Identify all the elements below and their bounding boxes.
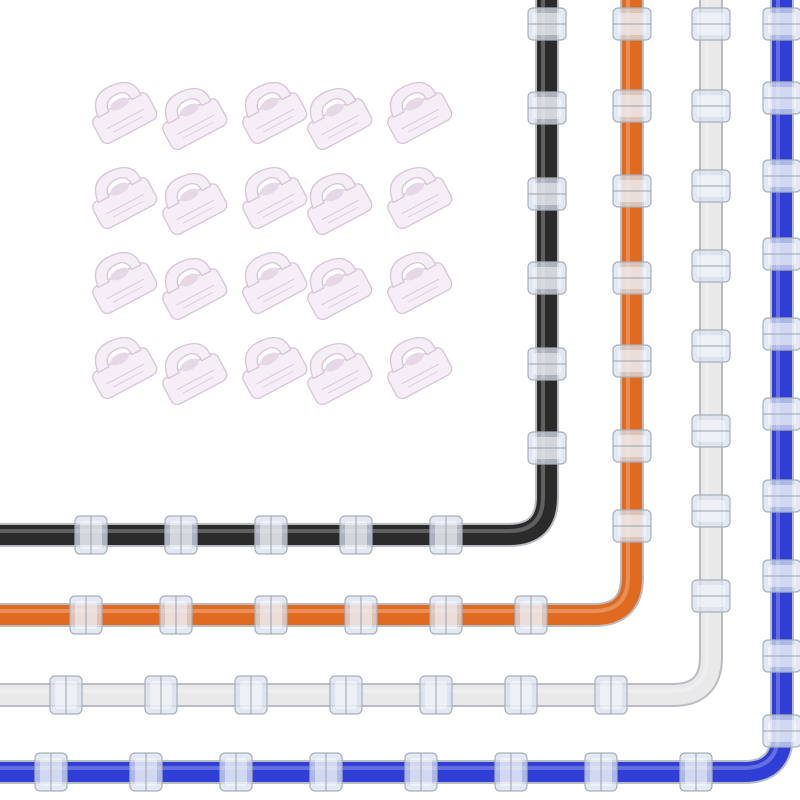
cable-clip (612, 89, 652, 123)
orange-cable-body (0, 0, 642, 625)
loose-clip (162, 87, 228, 151)
cable-clip (504, 675, 538, 715)
loose-clip (387, 336, 453, 400)
loose-clip (162, 172, 228, 236)
cable-clip (404, 752, 438, 792)
cable-clip (612, 174, 652, 208)
loose-clip (307, 342, 373, 406)
cable-clip (762, 81, 800, 115)
cable-clip (762, 559, 800, 593)
cable-clip (34, 752, 68, 792)
cable-clip (691, 414, 731, 448)
cable-clip (691, 249, 731, 283)
cable-clip (612, 261, 652, 295)
cable-clip (69, 595, 103, 635)
cable-clip (527, 7, 567, 41)
cable-clip (164, 515, 198, 555)
cable-clip (691, 579, 731, 613)
cable-clip (527, 431, 567, 465)
cable-clip (527, 177, 567, 211)
black-cable-body (0, 0, 557, 545)
cable-clip (419, 675, 453, 715)
orange-cable-sheen (0, 0, 628, 611)
cable-clip (49, 675, 83, 715)
cable-clip (762, 237, 800, 271)
cable-clip (309, 752, 343, 792)
cable-clip (691, 494, 731, 528)
loose-clip (242, 251, 308, 315)
cable-clip (612, 509, 652, 543)
cable-clip (74, 515, 108, 555)
loose-clip (92, 166, 158, 230)
cable-clip (594, 675, 628, 715)
white-cable (0, 0, 731, 715)
cable-clip (159, 595, 193, 635)
cable-clip (144, 675, 178, 715)
cable-clip (762, 714, 800, 748)
loose-clip (307, 172, 373, 236)
cable-clip (762, 639, 800, 673)
cable-clip (527, 347, 567, 381)
cable-clip (584, 752, 618, 792)
cable-clip (527, 261, 567, 295)
cable-clip (514, 595, 548, 635)
white-cable-body (0, 0, 721, 705)
cable-clip (691, 7, 731, 41)
loose-clip (92, 336, 158, 400)
loose-clip (307, 257, 373, 321)
cable-clip (762, 397, 800, 431)
cable-clip (429, 595, 463, 635)
cable-clip (691, 89, 731, 123)
cable-clip (691, 329, 731, 363)
loose-clip (242, 336, 308, 400)
loose-clip (242, 81, 308, 145)
loose-clip (92, 251, 158, 315)
cable-clip (612, 344, 652, 378)
loose-clip (387, 166, 453, 230)
cable-clip (339, 515, 373, 555)
orange-cable (0, 0, 652, 635)
white-cable-sheen (0, 0, 707, 691)
cable-clip (527, 91, 567, 125)
cable-clip (691, 169, 731, 203)
cable-clip (329, 675, 363, 715)
cable-clip (612, 7, 652, 41)
cable-clip (762, 479, 800, 513)
cable-clip (234, 675, 268, 715)
cable-clip (679, 752, 713, 792)
loose-clip (387, 251, 453, 315)
loose-clip (387, 81, 453, 145)
cable-clip (254, 515, 288, 555)
loose-clips-group (92, 81, 453, 406)
loose-clip (92, 81, 158, 145)
cable-clip (129, 752, 163, 792)
cable-clip (219, 752, 253, 792)
cable-clip (762, 159, 800, 193)
black-cable (0, 0, 567, 555)
cable-clip (612, 429, 652, 463)
loose-clip (307, 87, 373, 151)
black-cable-sheen (0, 0, 545, 533)
loose-clip (162, 342, 228, 406)
loose-clip (162, 257, 228, 321)
loose-clip (242, 166, 308, 230)
cable-clip (429, 515, 463, 555)
cable-clip (254, 595, 288, 635)
cable-clip (344, 595, 378, 635)
cable-clip (762, 7, 800, 41)
cable-clip (762, 317, 800, 351)
cable-clip (494, 752, 528, 792)
